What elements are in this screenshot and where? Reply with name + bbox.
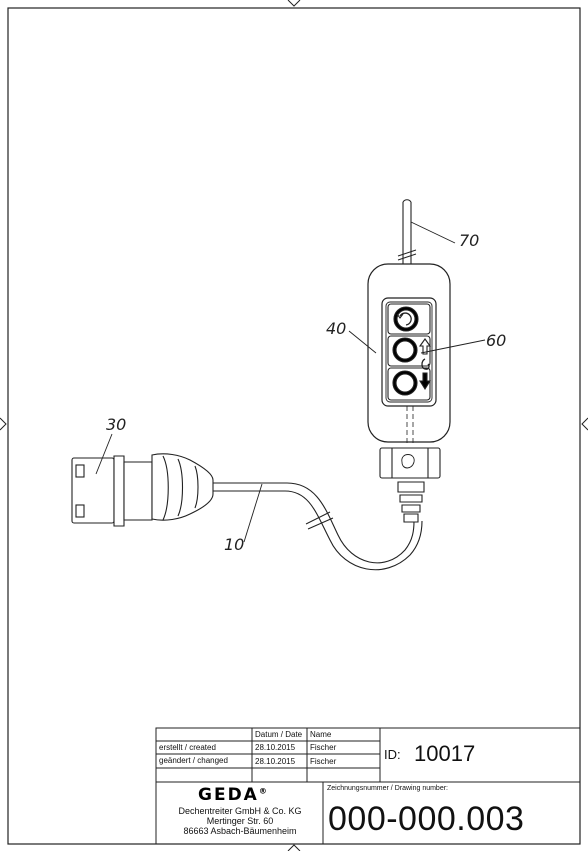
sheet-border: [7, 7, 581, 845]
callout-30: 30: [106, 415, 127, 434]
callout-70: 70: [459, 231, 480, 250]
leader-70: [410, 221, 456, 244]
leader-30: [95, 433, 113, 475]
company-logo: GEDA®: [198, 785, 269, 805]
leader-60: [420, 339, 486, 354]
changed-label: geändert / changed: [159, 756, 228, 765]
cable-gland: [379, 447, 441, 523]
name-header: Name: [310, 730, 332, 739]
created-date: 28.10.2015: [255, 743, 296, 752]
leader-10: [243, 483, 263, 543]
created-name: Fischer: [310, 743, 337, 752]
changed-name: Fischer: [310, 757, 337, 766]
strap-70: [397, 199, 417, 266]
title-block-lines: [155, 727, 581, 845]
id-value: 10017: [414, 741, 476, 766]
drawing-number-label: Zeichnungsnummer / Drawing number:: [327, 785, 448, 792]
company-line-2: Mertinger Str. 60: [206, 816, 274, 826]
drawing-number: 000-000.003: [328, 800, 525, 838]
company-line-1: Dechentreiter GmbH & Co. KG: [178, 806, 302, 816]
company-line-3: 86663 Asbach-Bäumenheim: [183, 826, 297, 836]
id-label: ID:: [384, 747, 401, 762]
cable-10: [213, 482, 423, 571]
callout-40: 40: [326, 319, 347, 338]
callout-60: 60: [486, 331, 507, 350]
company-address: Dechentreiter GmbH & Co. KG Mertinger St…: [157, 806, 323, 836]
button-panel-60: [387, 303, 432, 401]
callout-10: 10: [224, 535, 245, 554]
created-label: erstellt / created: [159, 743, 216, 752]
plug-30: [71, 453, 214, 527]
leader-40: [348, 330, 377, 354]
leader-lines: [95, 221, 486, 543]
date-header: Datum / Date: [255, 730, 303, 739]
changed-date: 28.10.2015: [255, 757, 296, 766]
company-logo-text: GEDA: [198, 785, 259, 805]
